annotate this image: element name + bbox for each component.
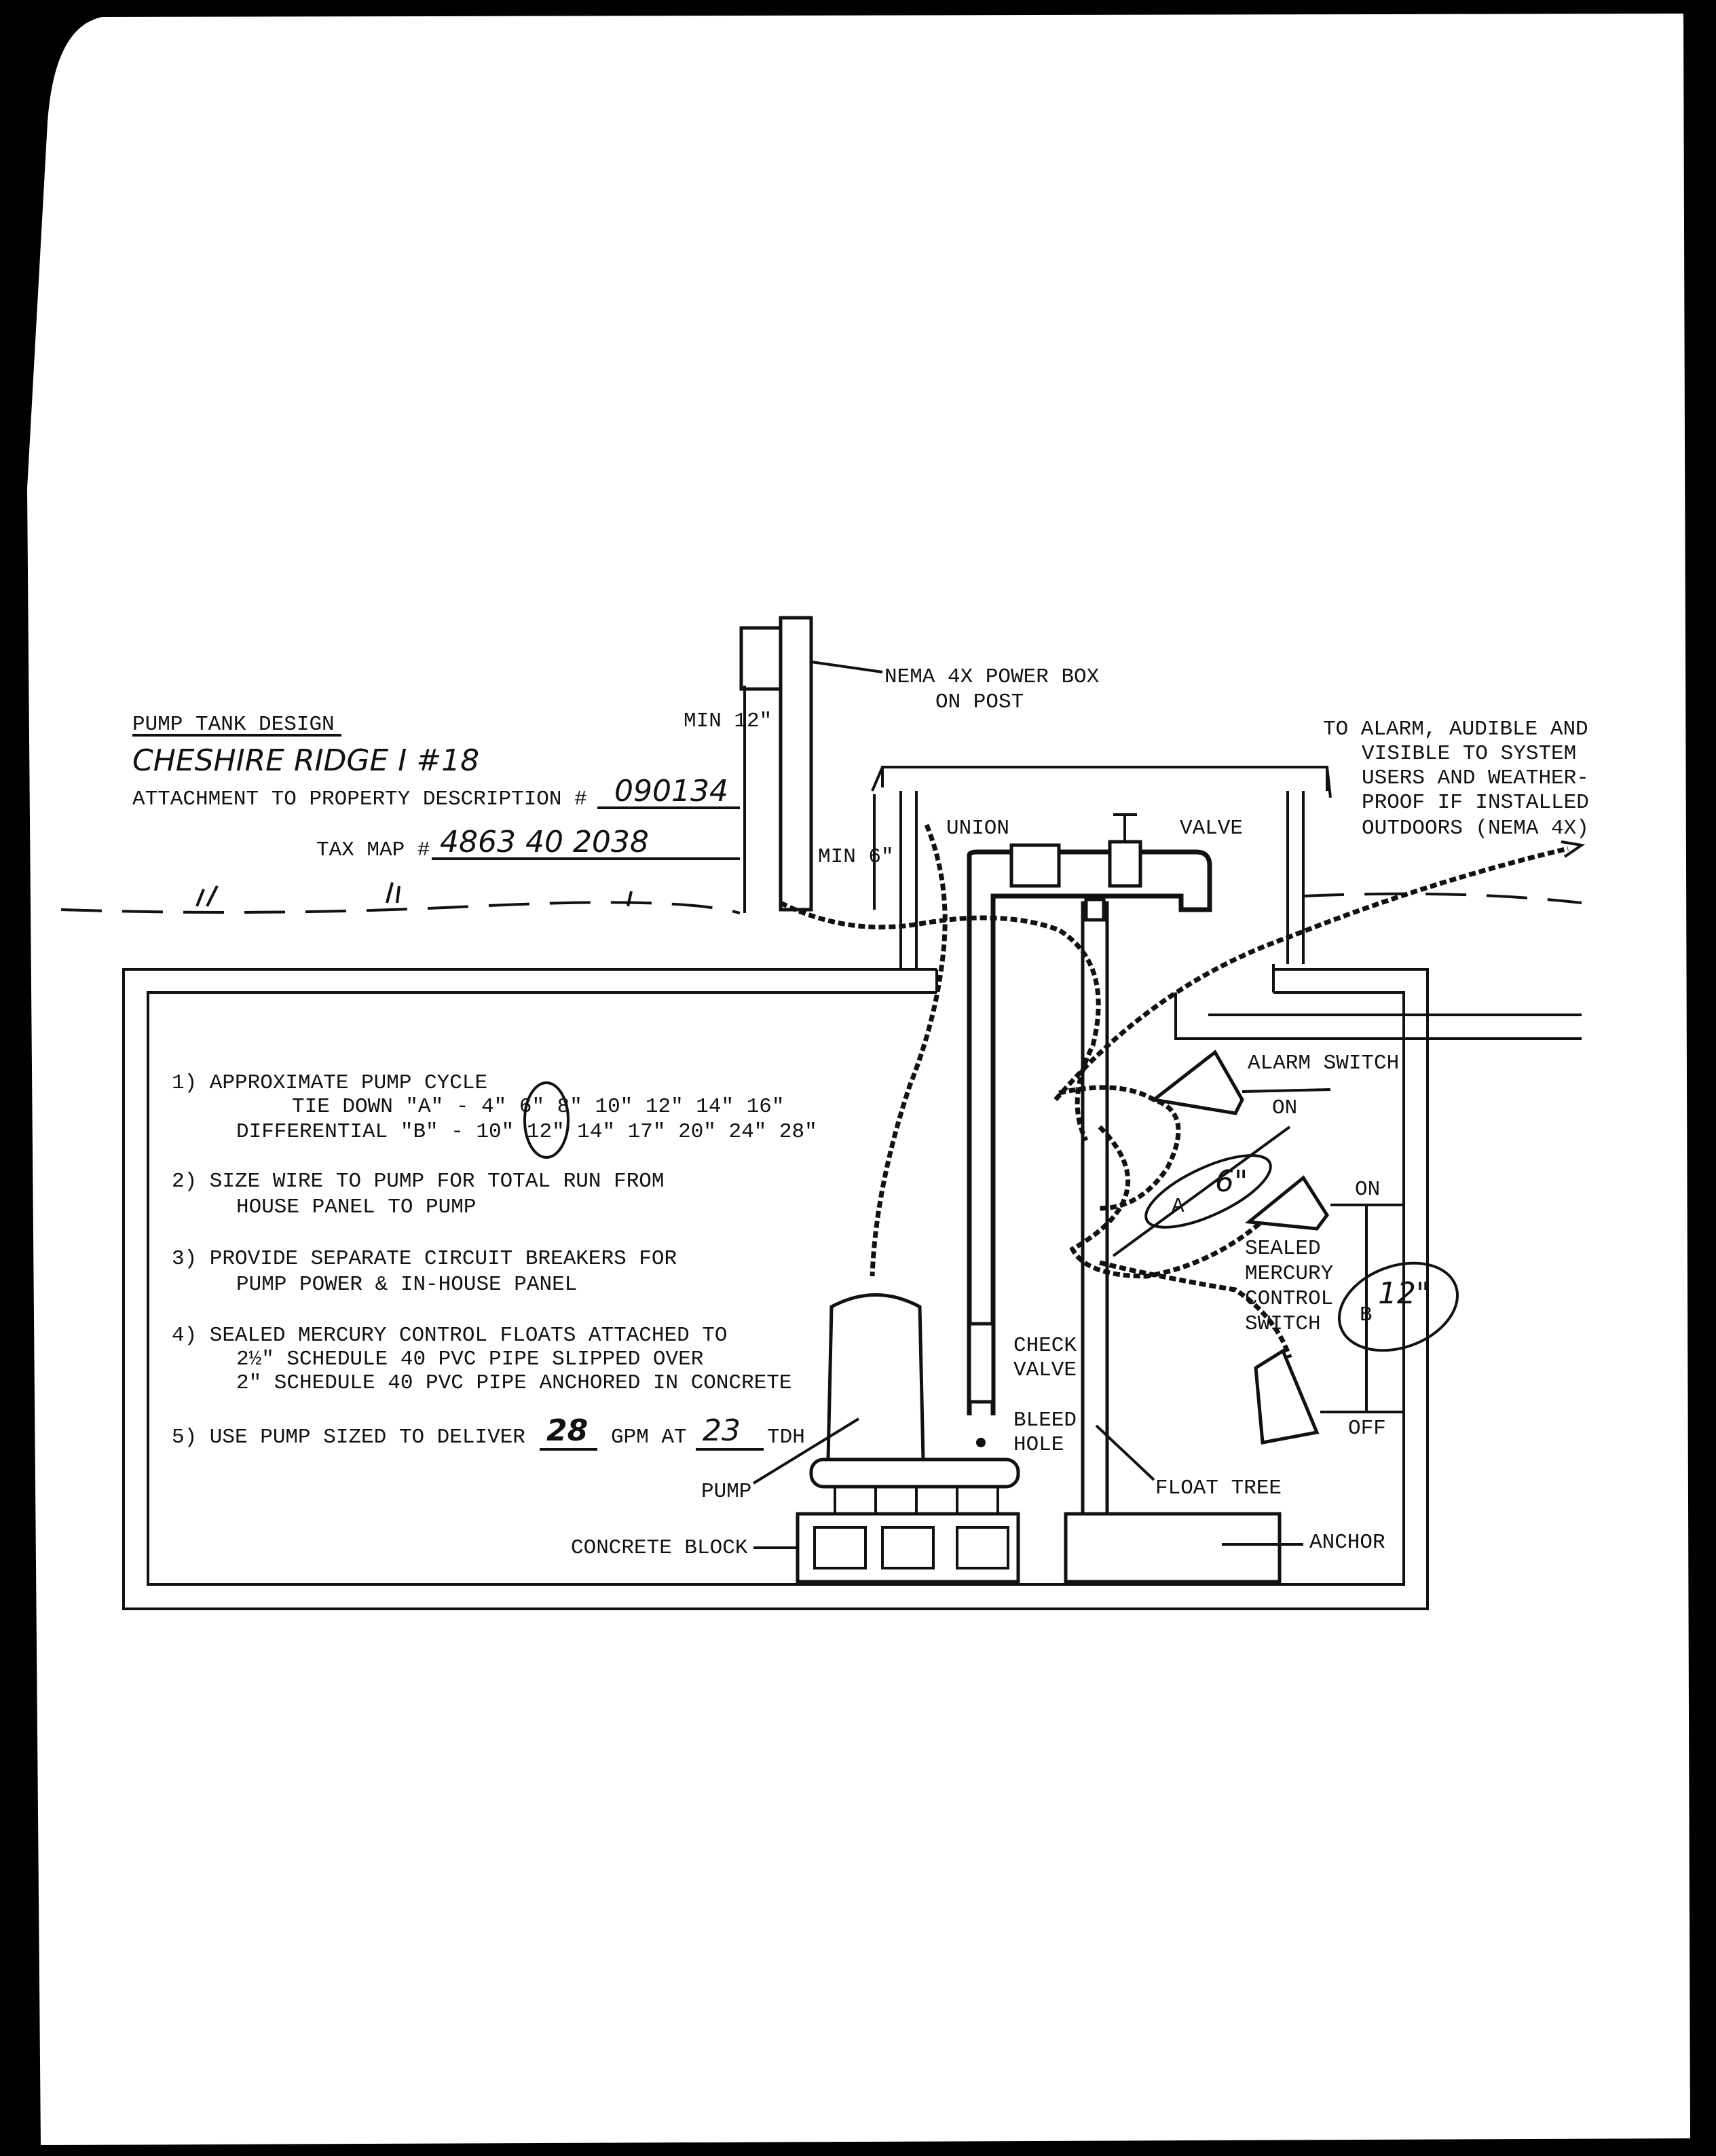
check-valve xyxy=(967,1322,995,1404)
gpm-value: 28 xyxy=(546,1413,588,1448)
dimension-b-circle xyxy=(1337,1261,1459,1352)
note-5-gpm-at: GPM AT xyxy=(611,1426,687,1449)
dimension-b-value: 12" xyxy=(1378,1276,1430,1311)
note-3-line-2: PUMP POWER & IN-HOUSE PANEL xyxy=(236,1273,577,1297)
concrete-block xyxy=(796,1512,1020,1584)
supply-wire xyxy=(779,900,1101,1142)
note-2-line-2: HOUSE PANEL TO PUMP xyxy=(236,1195,476,1219)
power-box-label-2: ON POST xyxy=(935,690,1024,714)
check-valve-label: CHECK xyxy=(1013,1334,1077,1358)
alarm-float-wire xyxy=(1058,1085,1181,1211)
alarm-note: TO ALARM, AUDIBLE AND xyxy=(1323,718,1588,741)
riser-lid xyxy=(871,766,1332,798)
union-label: UNION xyxy=(946,817,1009,840)
on-float xyxy=(1244,1175,1330,1231)
grass-marks xyxy=(195,882,633,907)
diagram-title: PUMP TANK DESIGN xyxy=(132,713,335,737)
dimension-a-value: 6" xyxy=(1215,1164,1248,1199)
pump-leader xyxy=(752,1417,860,1485)
pump-legs xyxy=(834,1487,999,1514)
check-valve-label-2: VALVE xyxy=(1013,1358,1077,1382)
dimension-a xyxy=(1112,1126,1291,1257)
note-5: 5) USE PUMP SIZED TO DELIVER xyxy=(172,1426,525,1449)
tank-outer-wall xyxy=(122,968,1429,1610)
alarm-on-label: ON xyxy=(1272,1096,1297,1120)
pump-on-label: ON xyxy=(1355,1178,1380,1202)
riser-walls xyxy=(899,791,1305,992)
pump-power-wire xyxy=(870,823,948,1277)
selected-cycle-circle xyxy=(523,1081,570,1159)
anchor-block xyxy=(1064,1512,1282,1584)
alarm-note-5: OUTDOORS (NEMA 4X) xyxy=(1362,817,1589,840)
bleed-hole-label: BLEED xyxy=(1013,1409,1077,1432)
dimension-a-label: A xyxy=(1172,1195,1185,1219)
union-fitting xyxy=(1009,843,1061,888)
alarm-note-2: VISIBLE TO SYSTEM xyxy=(1362,742,1576,766)
tdh-value: 23 xyxy=(703,1413,741,1448)
mercury-switch-label-4: SWITCH xyxy=(1245,1312,1321,1336)
note-4-line-3: 2" SCHEDULE 40 PVC PIPE ANCHORED IN CONC… xyxy=(236,1371,792,1395)
float-tree-cap xyxy=(1084,897,1106,922)
note-4-line-2: 2½" SCHEDULE 40 PVC PIPE SLIPPED OVER xyxy=(236,1348,703,1371)
alarm-switch-float xyxy=(1149,1049,1244,1115)
gate-valve xyxy=(1108,840,1142,888)
tank-top-right xyxy=(1174,992,1582,1040)
concrete-block-label: CONCRETE BLOCK xyxy=(571,1536,748,1560)
note-1: 1) APPROXIMATE PUMP CYCLE xyxy=(172,1071,487,1095)
float-tree-leader xyxy=(1095,1424,1155,1481)
bleed-hole-label-2: HOLE xyxy=(1013,1433,1064,1457)
alarm-arrow-icon xyxy=(1561,840,1586,858)
pump-base xyxy=(809,1457,1020,1489)
power-post xyxy=(779,616,813,912)
project-name: CHESHIRE RIDGE I #18 xyxy=(132,743,479,778)
tax-map-label: TAX MAP # xyxy=(316,838,430,862)
mercury-switch-label: SEALED xyxy=(1245,1237,1321,1261)
attachment-label: ATTACHMENT TO PROPERTY DESCRIPTION # xyxy=(132,787,587,811)
note-1-tie-down: TIE DOWN "A" - 4" 6" 8" 10" 12" 14" 16" xyxy=(292,1095,785,1119)
mercury-switch-label-3: CONTROL xyxy=(1245,1287,1333,1311)
discharge-pipe xyxy=(967,849,1212,1415)
ground-line xyxy=(60,892,1582,914)
off-float xyxy=(1254,1348,1320,1445)
alarm-note-4: PROOF IF INSTALLED xyxy=(1362,791,1589,815)
valve-label: VALVE xyxy=(1180,817,1243,840)
attachment-value: 090134 xyxy=(614,774,728,809)
alarm-note-3: USERS AND WEATHER- xyxy=(1362,766,1589,790)
note-5-tdh: TDH xyxy=(767,1426,805,1449)
min-6-label: MIN 6" xyxy=(818,845,894,869)
alarm-wire xyxy=(1053,846,1569,1102)
pump-body xyxy=(826,1293,925,1462)
mercury-switch-label-2: MERCURY xyxy=(1245,1262,1334,1286)
dimension-b-label: B xyxy=(1360,1303,1373,1327)
pump-label: PUMP xyxy=(701,1480,751,1504)
tank-inner-wall xyxy=(147,991,1405,1586)
alarm-switch-label: ALARM SWITCH xyxy=(1248,1052,1399,1075)
pump-off-label: OFF xyxy=(1348,1417,1386,1441)
anchor-label: ANCHOR xyxy=(1309,1531,1385,1555)
tax-map-value: 4863 40 2038 xyxy=(440,825,649,859)
float-wires xyxy=(1069,1125,1292,1359)
power-box-label: NEMA 4X POWER BOX xyxy=(884,665,1100,689)
nema-power-box xyxy=(739,626,783,691)
power-box-leader xyxy=(810,661,883,673)
float-tree-label: FLOAT TREE xyxy=(1155,1476,1282,1500)
valve-handle-icon xyxy=(1113,813,1137,842)
dimension-a-circle xyxy=(1144,1154,1272,1229)
min-12-label: MIN 12" xyxy=(684,709,772,733)
note-4: 4) SEALED MERCURY CONTROL FLOATS ATTACHE… xyxy=(172,1324,728,1348)
bleed-hole xyxy=(976,1438,986,1447)
paper-sheet xyxy=(27,14,1690,2145)
note-3: 3) PROVIDE SEPARATE CIRCUIT BREAKERS FOR xyxy=(172,1247,677,1271)
note-2: 2) SIZE WIRE TO PUMP FOR TOTAL RUN FROM xyxy=(172,1170,665,1193)
